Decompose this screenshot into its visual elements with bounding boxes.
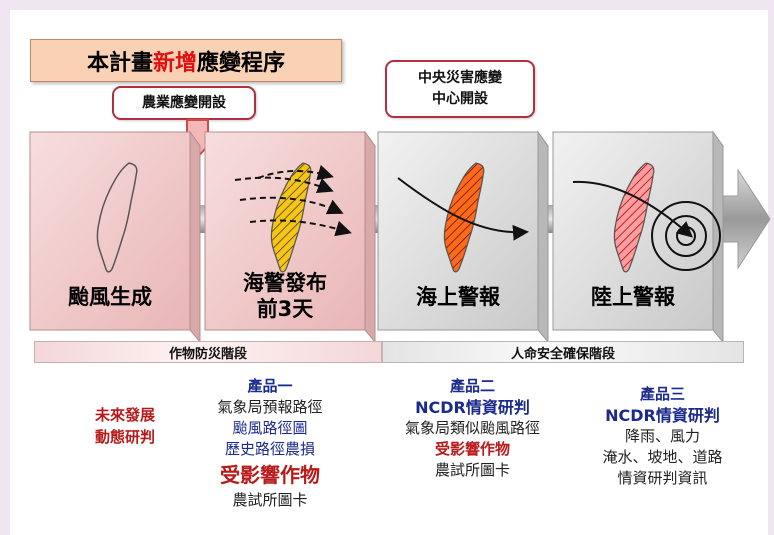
title-box: 本計畫新增應變程序: [30, 39, 342, 82]
ncdr-callout-line1: 中央災害應變: [418, 70, 502, 86]
product-2-subtitle: NCDR情資研判: [415, 398, 530, 417]
product-1-line3: 歷史路徑農損: [224, 440, 315, 458]
product-1-line2: 颱風路徑圖: [232, 419, 308, 437]
product-1-line1: 氣象局預報路徑: [217, 398, 323, 416]
agri-callout: 農業應變開設: [112, 86, 256, 120]
stage-3-label: 海上警報: [416, 285, 500, 309]
stage-2-label-line1: 海警發布: [243, 271, 327, 295]
product-2-title: 產品二: [449, 377, 495, 395]
stage-1-label: 颱風生成: [68, 285, 152, 309]
ncdr-callout: 中央災害應變 中心開設: [385, 60, 535, 118]
title-prefix: 本計畫: [86, 50, 153, 76]
phase-life-bar: 人命安全確保階段: [382, 341, 744, 363]
stage-2-label-line2: 前3天: [256, 297, 314, 321]
product-2-line1: 氣象局類似颱風路徑: [404, 419, 540, 437]
end-arrow: [721, 168, 771, 270]
future-line1: 未來發展: [94, 406, 155, 424]
agri-callout-text: 農業應變開設: [142, 95, 226, 111]
product-3-line1: 降雨、風力: [624, 427, 700, 445]
future-line2: 動態研判: [94, 428, 155, 446]
stage-block-4: [552, 130, 724, 344]
phase-crop-label: 作物防災階段: [168, 346, 247, 362]
product-1-title: 產品一: [247, 377, 293, 395]
product-1-line5: 農試所圖卡: [232, 491, 308, 509]
typhoon-eye-icon: [651, 201, 721, 271]
phase-life-label: 人命安全確保階段: [510, 346, 615, 362]
product-3-line3: 情資研判資訊: [617, 469, 708, 487]
title-highlight: 新增: [152, 50, 197, 76]
product-2: 產品二 NCDR情資研判 氣象局類似颱風路徑 受影響作物 農試所圖卡: [375, 376, 570, 481]
stage-4-label: 陸上警報: [591, 285, 675, 309]
product-3: 產品三 NCDR情資研判 降雨、風力 淹水、坡地、道路 情資研判資訊: [575, 384, 750, 489]
product-3-line2: 淹水、坡地、道路: [602, 448, 723, 466]
product-3-subtitle: NCDR情資研判: [605, 406, 720, 425]
product-1-line4: 受影響作物: [220, 463, 320, 487]
title-suffix: 應變程序: [197, 50, 286, 76]
stage-block-2: [204, 130, 376, 344]
stage-block-1: [29, 130, 201, 344]
stage-2-label: 海警發布 前3天: [205, 270, 365, 322]
stage-block-3: [377, 130, 549, 344]
product-1: 產品一 氣象局預報路徑 颱風路徑圖 歷史路徑農損 受影響作物 農試所圖卡: [180, 376, 360, 511]
future-development: 未來發展 動態研判: [60, 404, 190, 448]
product-3-title: 產品三: [639, 385, 685, 403]
phase-crop-bar: 作物防災階段: [34, 341, 382, 363]
ncdr-callout-line2: 中心開設: [432, 91, 488, 107]
product-2-line3: 農試所圖卡: [434, 461, 510, 479]
product-2-line2: 受影響作物: [434, 440, 510, 458]
